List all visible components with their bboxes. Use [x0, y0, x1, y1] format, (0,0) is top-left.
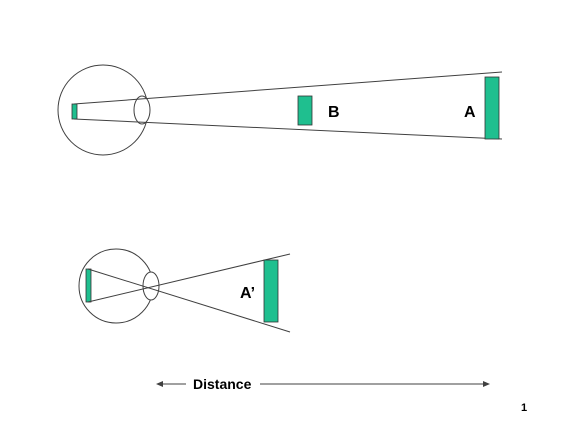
top-eye-group: B A — [57, 64, 503, 156]
bottom-eye-group: A’ — [78, 248, 291, 333]
bottom-upper-ray — [87, 253, 291, 303]
top-retinal-image — [71, 103, 78, 120]
label-a: A — [464, 104, 476, 121]
distance-label: Distance — [193, 376, 252, 392]
object-a — [484, 76, 500, 140]
label-b: B — [328, 104, 340, 121]
object-a-prime — [263, 259, 279, 323]
top-eye-lens — [133, 95, 151, 125]
distance-arrow-right-head — [483, 381, 490, 387]
page-number: 1 — [521, 402, 527, 414]
top-lower-ray — [73, 118, 503, 140]
object-b — [297, 95, 313, 126]
bottom-retinal-image — [85, 268, 92, 303]
top-upper-ray — [73, 71, 503, 105]
bottom-lower-ray — [87, 268, 291, 333]
label-a-prime: A’ — [240, 285, 255, 302]
distance-arrow: Distance — [156, 376, 490, 392]
distance-arrow-left-head — [156, 381, 163, 387]
